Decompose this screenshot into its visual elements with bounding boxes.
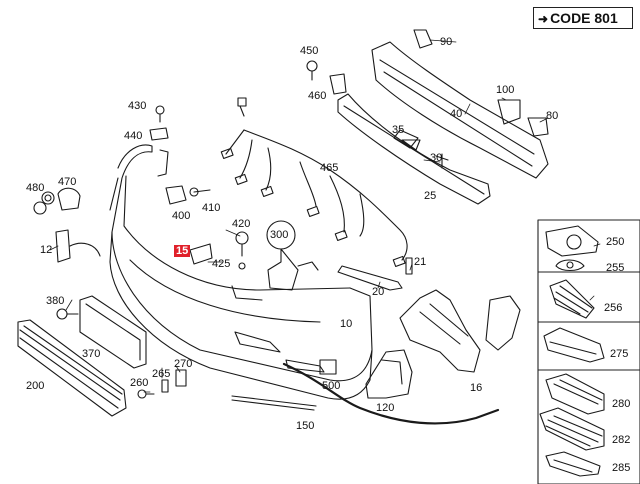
spoiler-strip (337, 265, 403, 291)
callout-270: 270 (174, 358, 193, 370)
plate-carrier (79, 295, 147, 369)
callout-12: 12 (40, 244, 53, 256)
callout-275: 275 (610, 348, 629, 360)
side-panels (537, 219, 640, 484)
callout-100: 100 (496, 84, 515, 96)
side-bracket-right (399, 289, 521, 373)
small-parts (33, 60, 549, 399)
trim-strip (231, 395, 317, 407)
lower-grille (17, 319, 127, 417)
callout-16: 16 (470, 382, 483, 394)
callout-280: 280 (612, 398, 631, 410)
callout-500: 500 (322, 380, 341, 392)
callout-380: 380 (46, 295, 65, 307)
trim-strip-lower (231, 399, 315, 411)
impact-absorber (371, 29, 549, 179)
callout-282: 282 (612, 434, 631, 446)
callout-120: 120 (376, 402, 395, 414)
callout-440: 440 (124, 130, 143, 142)
code-label: CODE 801 (550, 10, 618, 26)
callout-35: 35 (392, 124, 405, 136)
callout-40: 40 (450, 108, 463, 120)
callout-90: 90 (440, 36, 453, 48)
bracket-strip (337, 93, 491, 205)
grille-282 (539, 407, 605, 451)
callout-21: 21 (414, 256, 427, 268)
callout-10: 10 (340, 318, 353, 330)
callout-256: 256 (604, 302, 623, 314)
callout-430: 430 (128, 100, 147, 112)
curve-arrow (282, 362, 500, 425)
callout-300: 300 (270, 229, 289, 241)
callout-250: 250 (606, 236, 625, 248)
callout-285: 285 (612, 462, 631, 474)
callout-470: 470 (58, 176, 77, 188)
callout-420: 420 (232, 218, 251, 230)
callout-80: 80 (546, 110, 559, 122)
callout-30: 30 (430, 152, 443, 164)
callout-25: 25 (424, 190, 437, 202)
grille-285 (545, 451, 601, 477)
callout-255: 255 (606, 262, 625, 274)
grille-280 (545, 373, 605, 415)
callout-200: 200 (26, 380, 45, 392)
lower-bracket (365, 349, 413, 399)
callout-460: 460 (308, 90, 327, 102)
callout-480: 480 (26, 182, 45, 194)
arrow-right-icon: ➜ (538, 12, 549, 26)
callout-370: 370 (82, 348, 101, 360)
callout-450: 450 (300, 45, 319, 57)
leader-lines (49, 39, 601, 393)
callout-425: 425 (212, 258, 231, 270)
callout-410: 410 (202, 202, 221, 214)
callout-15: 15 (174, 245, 191, 257)
harness-300-lead (297, 261, 319, 271)
harness-300 (267, 248, 299, 291)
wiring-harness (220, 97, 408, 268)
code-box: ➜CODE 801 (533, 7, 633, 29)
callout-400: 400 (172, 210, 191, 222)
callout-150: 150 (296, 420, 315, 432)
bumper-cover (109, 144, 373, 400)
trim-275 (543, 327, 605, 363)
callout-260: 260 (130, 377, 149, 389)
grille-insert-256 (549, 279, 595, 319)
callout-20: 20 (372, 286, 385, 298)
callout-465: 465 (320, 162, 339, 174)
callout-265: 265 (152, 368, 171, 380)
fog-trim (545, 225, 599, 272)
